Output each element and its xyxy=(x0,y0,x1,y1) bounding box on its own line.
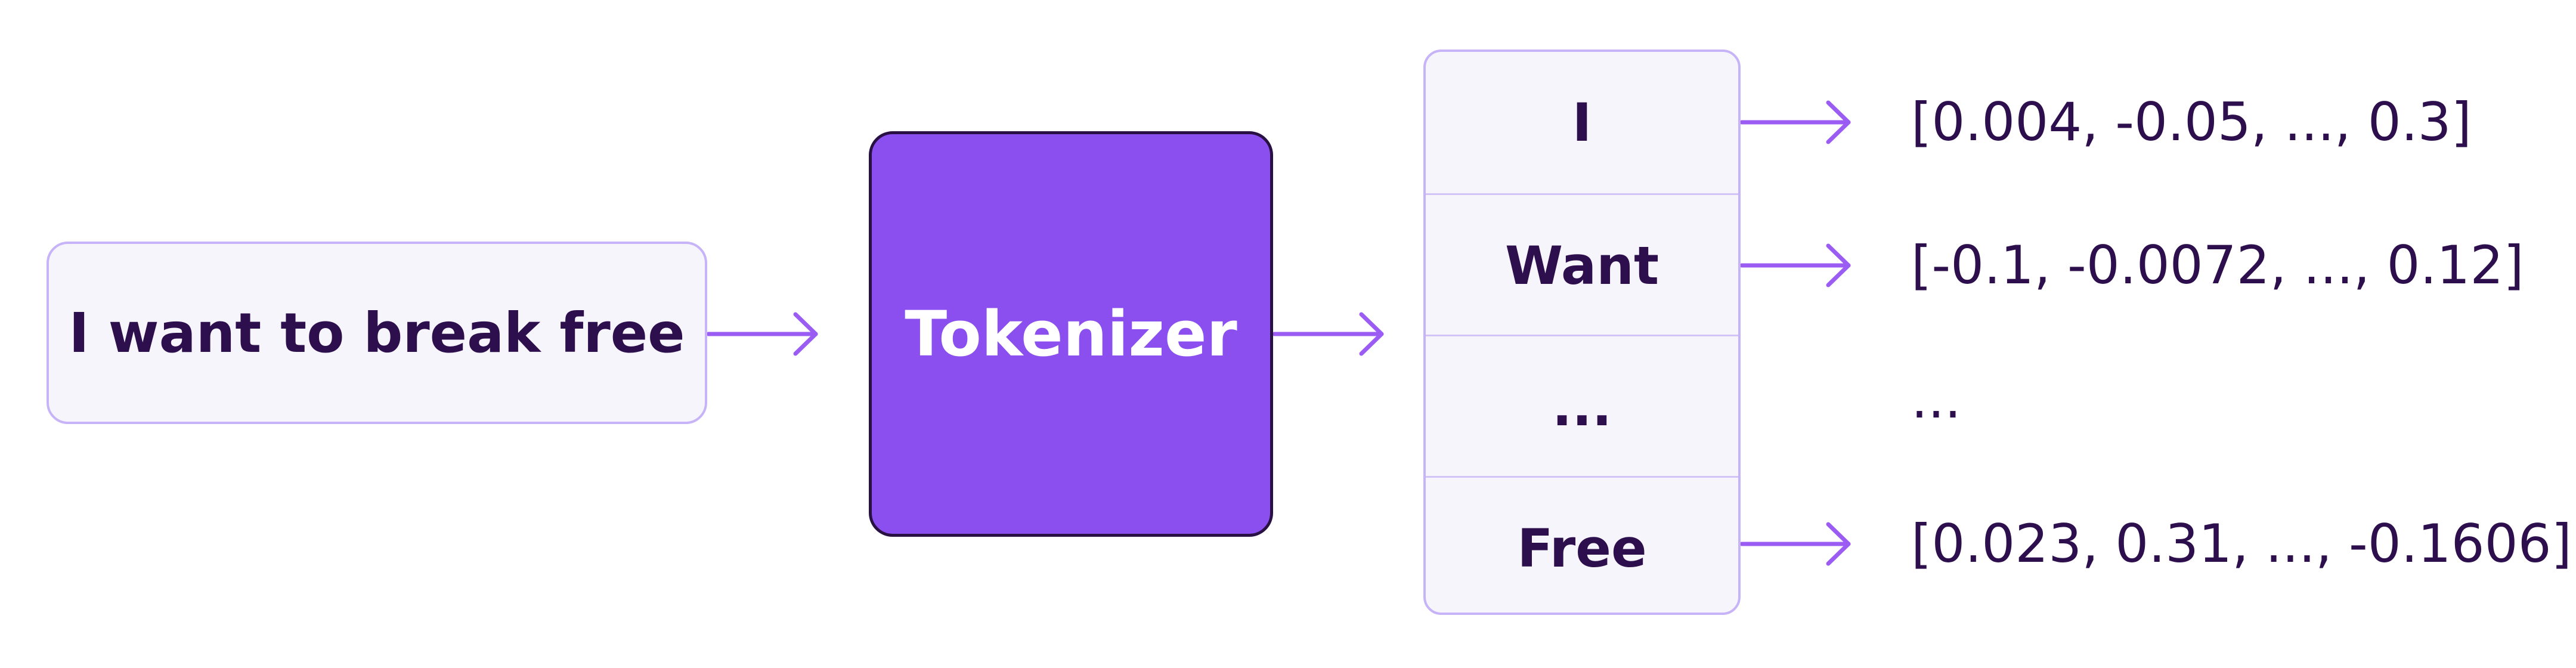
token-cell: ... xyxy=(1426,335,1738,478)
token-cell: Want xyxy=(1426,193,1738,336)
token-label: ... xyxy=(1552,376,1612,438)
arrow-token-i-to-vector xyxy=(1739,100,1851,144)
arrow-tokenizer-to-tokens xyxy=(1272,312,1384,356)
input-sentence-box: I want to break free xyxy=(47,242,707,424)
tokenizer-box: Tokenizer xyxy=(869,131,1273,537)
token-cell: Free xyxy=(1426,476,1738,613)
tokenizer-label: Tokenizer xyxy=(905,298,1237,370)
embedding-vector-label: [-0.1, -0.0072, ..., 0.12] xyxy=(1911,234,2524,296)
arrow-token-want-to-vector xyxy=(1739,243,1851,287)
embedding-vector-label: [0.004, -0.05, ..., 0.3] xyxy=(1911,91,2472,153)
arrow-token-free-to-vector xyxy=(1739,522,1851,566)
token-label: Want xyxy=(1504,235,1659,296)
token-label: I xyxy=(1572,92,1592,153)
embedding-vector-label: ... xyxy=(1911,369,1961,430)
token-list: I Want ... Free xyxy=(1423,50,1741,615)
input-sentence-text: I want to break free xyxy=(69,301,685,365)
embedding-vector-label: [0.023, 0.31, ..., -0.1606] xyxy=(1911,513,2572,574)
token-label: Free xyxy=(1517,518,1647,579)
arrow-input-to-tokenizer xyxy=(706,312,818,356)
token-cell: I xyxy=(1426,52,1738,193)
